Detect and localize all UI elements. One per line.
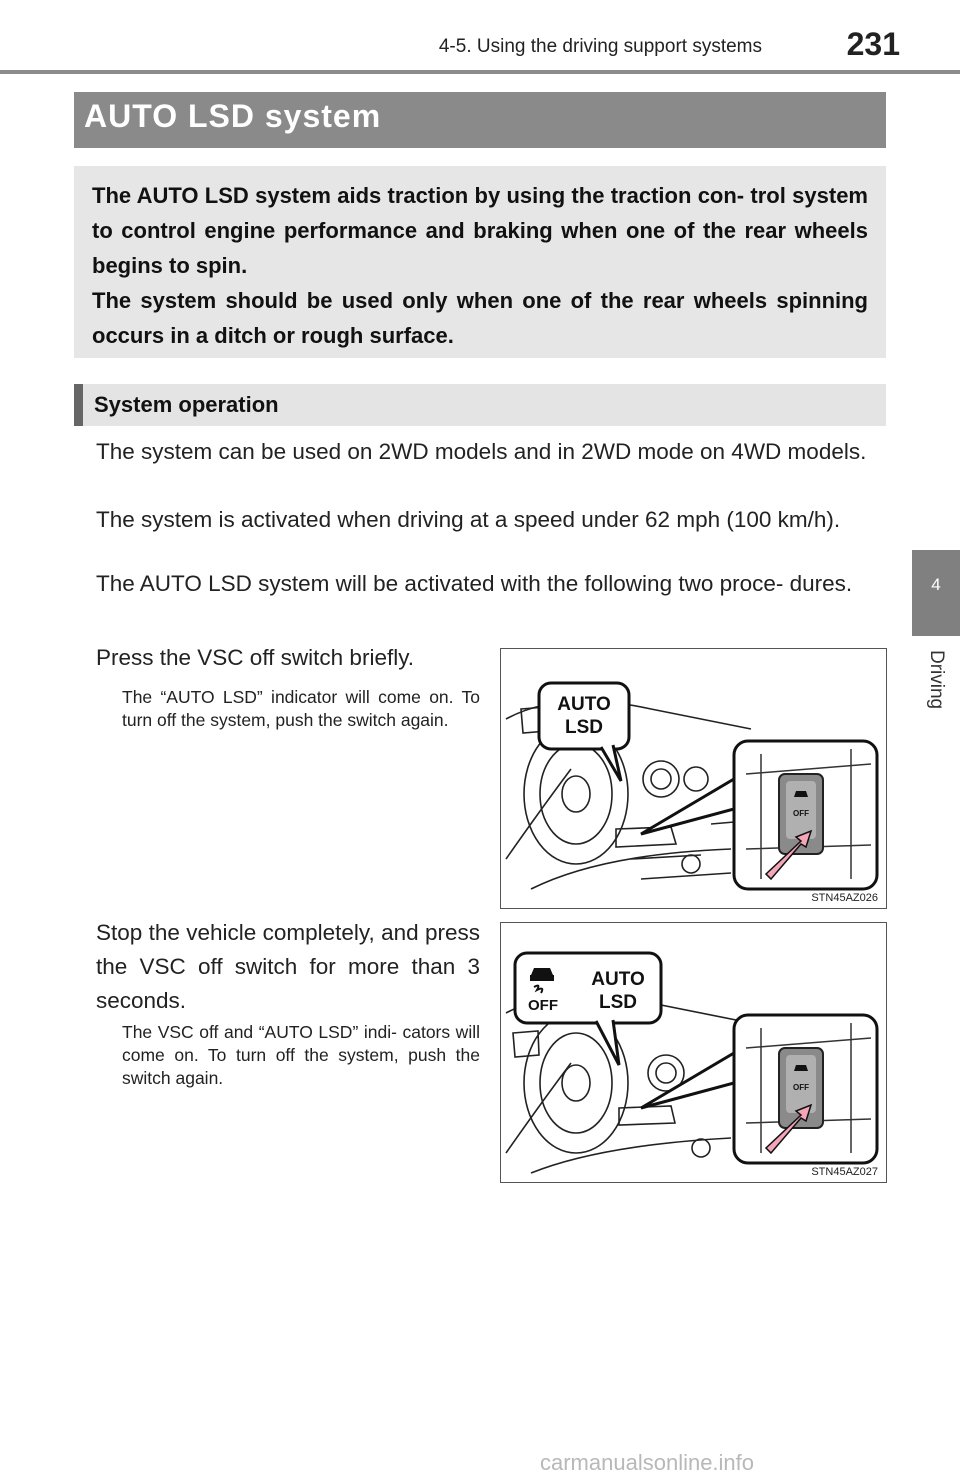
body-paragraph-2: The system is activated when driving at … [96, 507, 841, 532]
header-rule [0, 70, 960, 74]
title-bar [74, 92, 886, 148]
section-heading-accent [74, 384, 83, 426]
dashboard-illustration-2: OFF AUTO LSD OFF [505, 951, 879, 1174]
vsc-off-car-icon [530, 968, 554, 981]
press-arrow [764, 829, 813, 881]
figure-vsc-switch-hold: OFF AUTO LSD OFF STN45AZ027 [500, 922, 887, 1183]
dashboard-illustration-1: AUTO LSD OFF [505, 681, 879, 891]
intro-box [74, 166, 886, 358]
callout-line-1: AUTO [591, 969, 644, 990]
watermark: carmanualsonline.info [540, 1450, 755, 1475]
body-paragraph-3: The AUTO LSD system will be activated wi… [96, 571, 853, 596]
callout-off-label: OFF [528, 997, 558, 1014]
figure-vsc-switch-brief: AUTO LSD OFF STN45AZ026 [500, 648, 887, 909]
callout-vsc-off-auto-lsd: OFF AUTO LSD [513, 951, 663, 1066]
section-heading: System operation [94, 392, 279, 417]
page-number: 231 [846, 26, 900, 62]
chapter-number: 4 [931, 575, 941, 594]
body-paragraph-1: The system can be used on 2WD models and… [96, 439, 867, 464]
switch-closeup: OFF [732, 1013, 879, 1165]
switch-off-label: OFF [793, 809, 809, 818]
chapter-tab [912, 550, 960, 636]
figure-code: STN45AZ026 [811, 892, 878, 904]
step-1-instruction: Press the VSC off switch briefly. [96, 645, 415, 670]
running-header-section: 4-5. Using the driving support systems [438, 36, 762, 57]
intro-paragraph-1: The AUTO LSD system aids traction by usi… [92, 183, 868, 278]
figure-code: STN45AZ027 [811, 1166, 878, 1178]
step-2-note: The VSC off and “AUTO LSD” indi- cators … [122, 1022, 480, 1088]
page-title: AUTO LSD system [84, 98, 382, 134]
chapter-label-container: Driving [912, 650, 960, 790]
vsc-car-icon [794, 791, 808, 797]
callout-auto-lsd: AUTO LSD [537, 681, 631, 782]
zoom-pointer [640, 1050, 736, 1110]
press-arrow [764, 1103, 813, 1155]
vsc-car-icon [794, 1065, 808, 1071]
callout-line-1: AUTO [557, 694, 610, 715]
section-heading-bar [74, 384, 886, 426]
chapter-label: Driving [926, 650, 947, 710]
callout-line-2: LSD [599, 992, 637, 1013]
step-2-instruction: Stop the vehicle completely, and press t… [96, 920, 480, 1013]
skid-marks-icon [533, 984, 544, 994]
switch-closeup: OFF [732, 739, 879, 891]
switch-off-label: OFF [793, 1083, 809, 1092]
step-1-note: The “AUTO LSD” indicator will come on. T… [122, 687, 480, 730]
intro-paragraph-2: The system should be used only when one … [92, 288, 868, 348]
callout-line-2: LSD [565, 717, 603, 738]
